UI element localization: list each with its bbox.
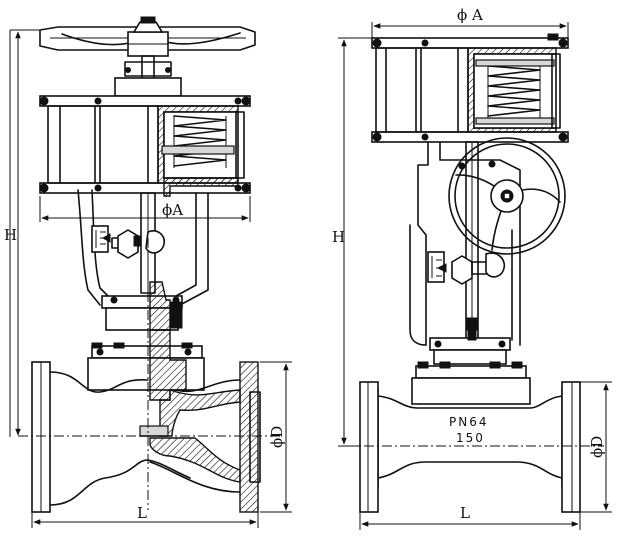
right-actuator: [371, 33, 569, 143]
left-length-label: L: [137, 504, 147, 522]
right-diameter-d-label: ϕD: [588, 436, 606, 458]
right-diameter-a-label: ϕ A: [457, 6, 483, 24]
left-bonnet: [101, 281, 183, 331]
right-valve-body: PN64 150: [346, 361, 604, 513]
right-height-label: H: [332, 228, 345, 246]
left-dimensions: H ϕA L ϕD: [4, 29, 292, 528]
left-spring: [173, 115, 227, 168]
right-handwheel: [448, 137, 566, 255]
left-height-label: H: [4, 226, 17, 244]
body-marking-line1: PN64: [449, 415, 488, 429]
right-dimensions: ϕ A H L ϕD: [332, 6, 612, 530]
right-valve-view: PN64 150 ϕ A H L ϕD: [332, 6, 612, 530]
left-upper-stem: [114, 55, 182, 97]
right-bonnet: [429, 329, 511, 365]
right-length-label: L: [460, 504, 470, 522]
left-diameter-d-label: ϕD: [268, 426, 286, 448]
left-valve-view: H ϕA L ϕD: [4, 16, 292, 528]
left-actuator: [39, 95, 251, 197]
body-marking-line2: 150: [456, 431, 485, 445]
left-indicator: [91, 225, 166, 259]
left-handwheel: [39, 16, 256, 57]
right-indicator: [427, 251, 506, 331]
left-diameter-a-label: ϕA: [162, 201, 183, 219]
right-yoke: [409, 141, 521, 346]
left-valve-body: [18, 220, 282, 513]
right-spring: [487, 65, 541, 118]
